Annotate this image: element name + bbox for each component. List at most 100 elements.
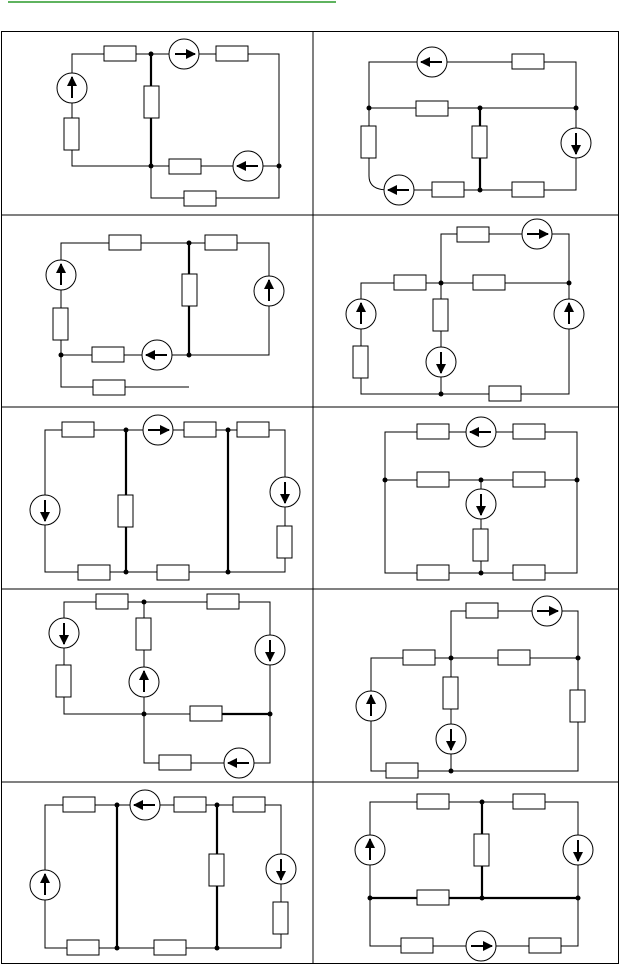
resistor <box>511 181 545 198</box>
resistor <box>569 689 586 723</box>
circuit-r2c1 <box>45 234 285 396</box>
wire <box>369 801 579 947</box>
resistor <box>528 937 562 954</box>
resistor <box>512 564 546 581</box>
resistor <box>77 564 111 581</box>
node-dot <box>114 802 120 808</box>
circuit-r5c1 <box>29 789 297 956</box>
node-dot <box>574 477 580 483</box>
node-dot <box>448 768 454 774</box>
resistor <box>360 125 377 159</box>
node-dot <box>123 569 129 575</box>
node-dot <box>367 895 373 901</box>
wire <box>440 233 570 283</box>
node-dot <box>148 51 154 57</box>
wire <box>44 429 286 573</box>
resistor <box>62 796 96 813</box>
wire <box>44 804 282 949</box>
node-dot <box>225 427 231 433</box>
resistor <box>511 53 545 70</box>
circuit-r2c2 <box>345 218 585 402</box>
resistor <box>352 345 369 379</box>
resistor <box>153 939 187 956</box>
node-dot <box>479 895 485 901</box>
resistor <box>416 889 450 906</box>
node-dot <box>58 352 64 358</box>
resistor <box>208 853 225 887</box>
node-dot <box>478 477 484 483</box>
wire <box>143 714 271 764</box>
resistor <box>416 423 450 440</box>
resistor <box>108 234 142 251</box>
node-dot <box>382 477 388 483</box>
resistor <box>431 181 465 198</box>
node-dot <box>214 802 220 808</box>
node-dot <box>438 280 444 286</box>
resistor <box>512 471 546 488</box>
resistor <box>402 649 436 666</box>
node-dot <box>477 105 483 111</box>
node-dot <box>214 945 220 951</box>
resistor <box>215 45 249 62</box>
resistor <box>135 617 152 651</box>
resistor <box>272 901 289 935</box>
node-dot <box>573 105 579 111</box>
resistor <box>183 421 217 438</box>
resistor <box>512 793 546 810</box>
resistor <box>385 762 419 779</box>
resistor <box>488 385 522 402</box>
resistor <box>456 226 490 243</box>
circuit-r1c2 <box>360 46 592 206</box>
resistor <box>168 158 202 175</box>
resistor <box>472 528 489 562</box>
node-dot <box>114 945 120 951</box>
resistor <box>236 421 270 438</box>
resistor <box>189 705 223 722</box>
resistor <box>416 793 450 810</box>
wire <box>360 282 570 395</box>
node-dot <box>276 163 282 169</box>
circuit-r3c2 <box>382 416 580 581</box>
resistor <box>473 833 490 867</box>
node-dot <box>123 427 129 433</box>
node-dot <box>141 711 147 717</box>
resistor <box>471 125 488 159</box>
resistor <box>512 423 546 440</box>
circuit-r4c2 <box>355 595 586 779</box>
resistor <box>143 85 160 119</box>
circuit-r5c2 <box>354 793 594 962</box>
node-dot <box>186 240 192 246</box>
circuit-r4c1 <box>48 593 286 779</box>
resistor <box>465 602 499 619</box>
resistor <box>497 649 531 666</box>
resistor <box>92 379 126 396</box>
resistor <box>63 117 80 151</box>
resistor <box>173 796 207 813</box>
resistor <box>156 564 190 581</box>
resistor <box>432 298 449 332</box>
resistor <box>393 274 427 291</box>
resistor <box>206 593 240 610</box>
resistor <box>183 190 217 207</box>
resistor <box>415 100 449 117</box>
resistor <box>117 494 134 528</box>
wire <box>71 53 280 167</box>
node-dot <box>566 280 572 286</box>
resistor <box>181 273 198 307</box>
node-dot <box>186 352 192 358</box>
resistor <box>232 796 266 813</box>
node-dot <box>141 599 147 605</box>
grid-frame <box>1 31 619 964</box>
wire <box>450 610 579 658</box>
node-dot <box>225 569 231 575</box>
node-dot <box>575 655 581 661</box>
resistor <box>442 676 459 710</box>
resistor <box>276 525 293 559</box>
node-dot <box>479 799 485 805</box>
circuit-r1c1 <box>56 38 282 207</box>
node-dot <box>438 391 444 397</box>
wire <box>60 242 270 356</box>
resistor <box>61 421 95 438</box>
wire <box>60 355 189 388</box>
node-dot <box>448 655 454 661</box>
